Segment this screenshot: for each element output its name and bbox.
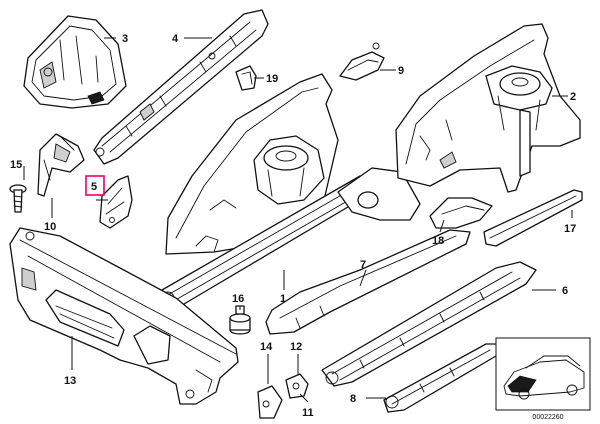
callout-13: 13 <box>64 375 76 387</box>
callout-18: 18 <box>432 235 444 247</box>
part-5-plate <box>99 175 133 229</box>
part-10-bracket <box>37 133 85 197</box>
callout-14: 14 <box>260 341 273 353</box>
callout-10: 10 <box>44 221 56 233</box>
callout-11: 11 <box>302 407 314 419</box>
part-19-small-bracket <box>235 65 257 91</box>
part-17-channel <box>483 189 583 247</box>
callout-1: 1 <box>280 293 286 305</box>
part-12-flange <box>285 373 309 399</box>
part-14-plate <box>257 385 283 419</box>
car-location-thumbnail <box>495 337 591 411</box>
callout-4: 4 <box>172 33 179 45</box>
callout-17: 17 <box>564 223 576 235</box>
callout-labels: 3 4 19 9 2 15 5 10 18 17 7 6 1 16 14 12 … <box>10 33 576 419</box>
callout-9: 9 <box>398 65 404 77</box>
diagram-reference-number: 00022260 <box>532 414 563 421</box>
part-7-side-member <box>265 229 471 335</box>
callout-7: 7 <box>360 259 366 271</box>
leader-lines <box>23 37 573 403</box>
callout-8: 8 <box>350 393 356 405</box>
part-9-bracket <box>339 42 385 81</box>
callout-12: 12 <box>290 341 302 353</box>
callout-15: 15 <box>10 159 22 171</box>
callout-16: 16 <box>232 293 244 305</box>
part-4-upper-rail <box>93 9 269 165</box>
part-18-bracket <box>429 197 493 229</box>
part-15-screw <box>9 184 27 213</box>
part-2-right-wheelhouse <box>395 23 581 193</box>
part-13-front-panel <box>9 227 239 405</box>
callout-5: 5 <box>91 181 97 193</box>
callout-2: 2 <box>570 91 576 103</box>
part-6-lower-rail <box>321 261 537 387</box>
callout-19: 19 <box>266 73 278 85</box>
part-1-wheelhouse-assembly <box>157 73 421 311</box>
part-16-rubber-mount <box>229 305 251 335</box>
callout-5-highlight <box>85 175 105 196</box>
callout-3: 3 <box>122 33 128 45</box>
callout-6: 6 <box>562 285 568 297</box>
part-3-wheel-arch-shell <box>23 15 127 109</box>
